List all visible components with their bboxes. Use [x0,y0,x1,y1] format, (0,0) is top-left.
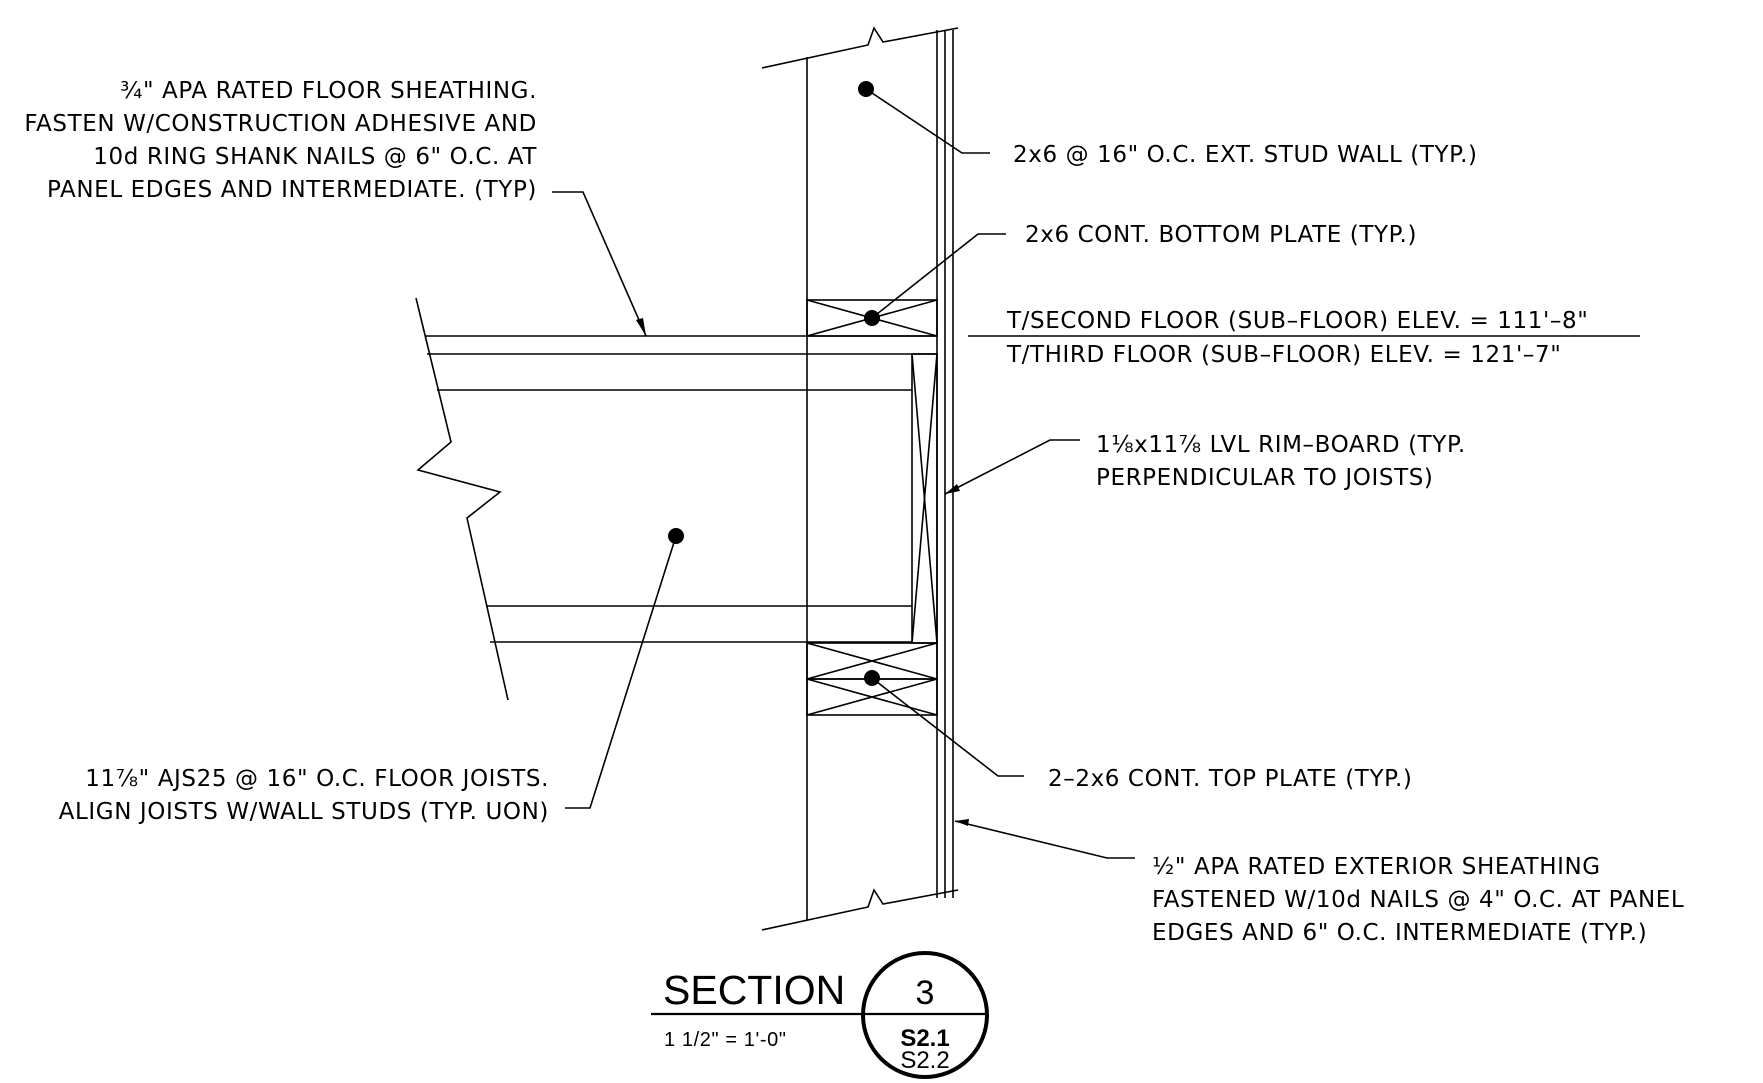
leader-lines [552,88,1640,859]
section-title-block: SECTION 1 1/2" = 1'-0" 3 S2.1 S2.2 [651,951,989,1079]
note-exterior-sheathing: ½" APA RATED EXTERIOR SHEATHING FASTENED… [1152,854,1684,946]
note-top-plate: 2–2x6 CONT. TOP PLATE (TYP.) [1048,766,1412,792]
section-title: SECTION [663,967,845,1013]
note-elev-third-floor: T/THIRD FLOOR (SUB–FLOOR) ELEV. = 121'–7… [1006,342,1561,368]
note-line: PANEL EDGES AND INTERMEDIATE. (TYP) [47,177,537,203]
exterior-stud-wall [761,26,959,931]
note-floor-joists: 11⅞" AJS25 @ 16" O.C. FLOOR JOISTS. ALIG… [59,766,549,825]
note-line: FASTENED W/10d NAILS @ 4" O.C. AT PANEL [1152,887,1684,913]
note-line: PERPENDICULAR TO JOISTS) [1096,465,1434,491]
lvl-rim-board [911,353,938,644]
note-elev-second-floor: T/SECOND FLOOR (SUB–FLOOR) ELEV. = 111'–… [1006,308,1588,334]
section-bubble [861,951,989,1079]
note-line: ½" APA RATED EXTERIOR SHEATHING [1152,854,1601,880]
sheet-reference: S2.2 [900,1047,949,1074]
note-line: ALIGN JOISTS W/WALL STUDS (TYP. UON) [59,799,549,825]
note-floor-sheathing: ¾" APA RATED FLOOR SHEATHING. FASTEN W/C… [24,78,537,203]
note-line: 10d RING SHANK NAILS @ 6" O.C. AT [93,144,537,170]
section-number: 3 [916,974,935,1012]
sheet-number: S2.1 [900,1025,949,1052]
floor-assembly [415,297,937,701]
section-scale: 1 1/2" = 1'-0" [664,1029,787,1051]
note-line: FASTEN W/CONSTRUCTION ADHESIVE AND [24,111,537,137]
note-rim-board: 1⅛x11⅞ LVL RIM–BOARD (TYP. PERPENDICULAR… [1096,432,1466,491]
note-line: ¾" APA RATED FLOOR SHEATHING. [120,78,537,104]
note-line: 1⅛x11⅞ LVL RIM–BOARD (TYP. [1096,432,1466,458]
note-line: 11⅞" AJS25 @ 16" O.C. FLOOR JOISTS. [85,766,549,792]
note-bottom-plate: 2x6 CONT. BOTTOM PLATE (TYP.) [1025,222,1417,248]
note-stud-wall: 2x6 @ 16" O.C. EXT. STUD WALL (TYP.) [1013,142,1478,168]
note-line: EDGES AND 6" O.C. INTERMEDIATE (TYP.) [1152,920,1647,946]
